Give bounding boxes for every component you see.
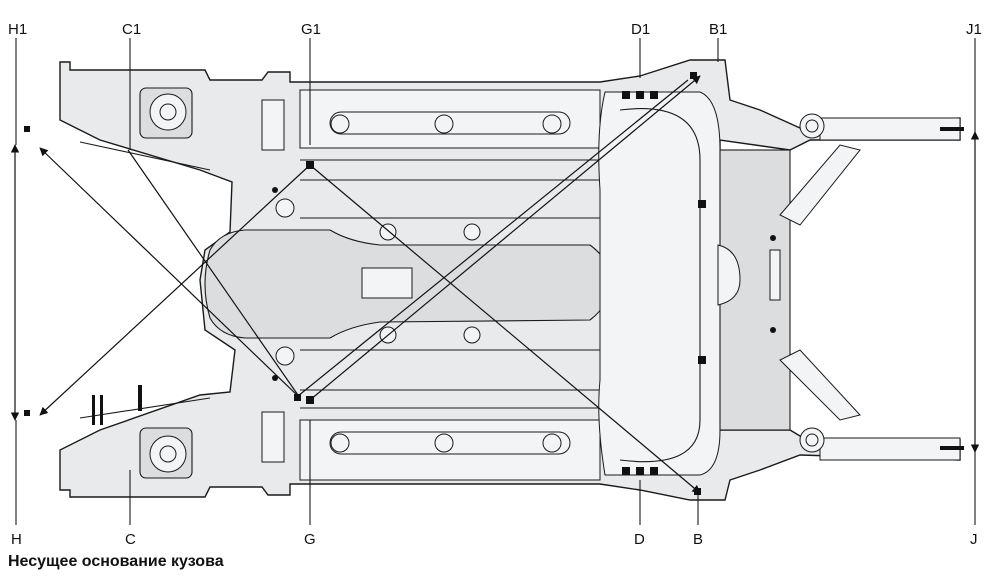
point-labels: H1 C1 G1 D1 B1 J1 H C G D B J bbox=[8, 21, 982, 548]
label-d: D bbox=[634, 531, 645, 548]
label-g: G bbox=[304, 531, 316, 548]
diag-g1-b bbox=[309, 164, 701, 494]
diag-h1-b bbox=[39, 147, 299, 397]
measurement-lines bbox=[10, 75, 980, 494]
diag-c1-g bbox=[127, 149, 301, 399]
label-b: B bbox=[693, 531, 703, 548]
figure-caption: Несущее основание кузова bbox=[8, 553, 224, 570]
label-d1: D1 bbox=[631, 21, 650, 38]
label-g1: G1 bbox=[301, 21, 321, 38]
diag-g-b1 bbox=[309, 75, 701, 401]
floor-pan-outline bbox=[59, 59, 961, 501]
label-h: H bbox=[11, 531, 22, 548]
label-b1: B1 bbox=[709, 21, 727, 38]
label-c: C bbox=[125, 531, 136, 548]
label-j: J bbox=[970, 531, 978, 548]
label-c1: C1 bbox=[122, 21, 141, 38]
diag-g1-h bbox=[39, 164, 311, 416]
diag-g-b1b bbox=[297, 79, 689, 397]
measurement-points bbox=[24, 72, 964, 495]
label-j1: J1 bbox=[966, 21, 982, 38]
label-h1: H1 bbox=[8, 21, 27, 38]
label-leaders bbox=[15, 38, 976, 525]
